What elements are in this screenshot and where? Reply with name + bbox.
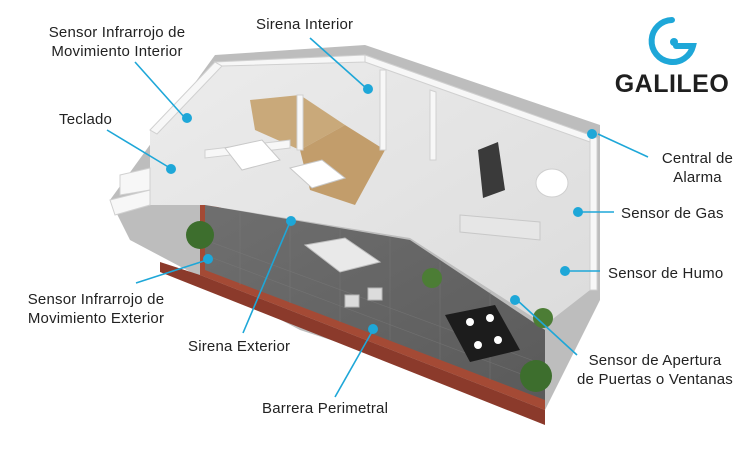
- marker-sensor-pir-exterior: [203, 254, 213, 264]
- kitchen-island: [478, 142, 505, 198]
- outdoor-dining: [445, 305, 520, 362]
- marker-sensor-apertura: [510, 295, 520, 305]
- marker-sirena-exterior: [286, 216, 296, 226]
- label-sirena-exterior: Sirena Exterior: [188, 338, 291, 355]
- label-sensor-pir-interior: Sensor Infrarrojo de Movimiento Interior: [48, 24, 186, 60]
- sofa-exterior: [303, 237, 382, 273]
- label-barrera-perimetral: Barrera Perimetral: [262, 400, 389, 417]
- plants: [186, 221, 553, 392]
- marker-central-alarma: [587, 129, 597, 139]
- label-sensor-gas: Sensor de Gas: [621, 205, 724, 222]
- label-sensor-pir-exterior: Sensor Infrarrojo de Movimiento Exterior: [27, 291, 165, 327]
- galileo-logo: GALILEO: [612, 16, 732, 98]
- marker-sensor-pir-interior: [182, 113, 192, 123]
- label-central-alarma: Central de Alarma: [661, 150, 734, 186]
- dining-table: [535, 168, 569, 198]
- marker-dots: [166, 84, 597, 334]
- outdoor-chairs: [344, 287, 383, 308]
- label-sirena-interior: Sirena Interior: [256, 16, 354, 33]
- marker-teclado: [166, 164, 176, 174]
- marker-sensor-gas: [573, 207, 583, 217]
- label-teclado: Teclado: [59, 111, 113, 128]
- label-sensor-humo: Sensor de Humo: [608, 265, 724, 282]
- brand-name: GALILEO: [614, 70, 730, 98]
- marker-sirena-interior: [363, 84, 373, 94]
- furniture-beds: [224, 139, 347, 189]
- marker-sensor-humo: [560, 266, 570, 276]
- leader-lines: [106, 37, 649, 398]
- marker-barrera-perimetral: [368, 324, 378, 334]
- label-sensor-apertura: Sensor de Apertura de Puertas o Ventanas: [577, 352, 733, 388]
- sofa-interior: [459, 214, 541, 241]
- galileo-logo-icon: [648, 17, 697, 65]
